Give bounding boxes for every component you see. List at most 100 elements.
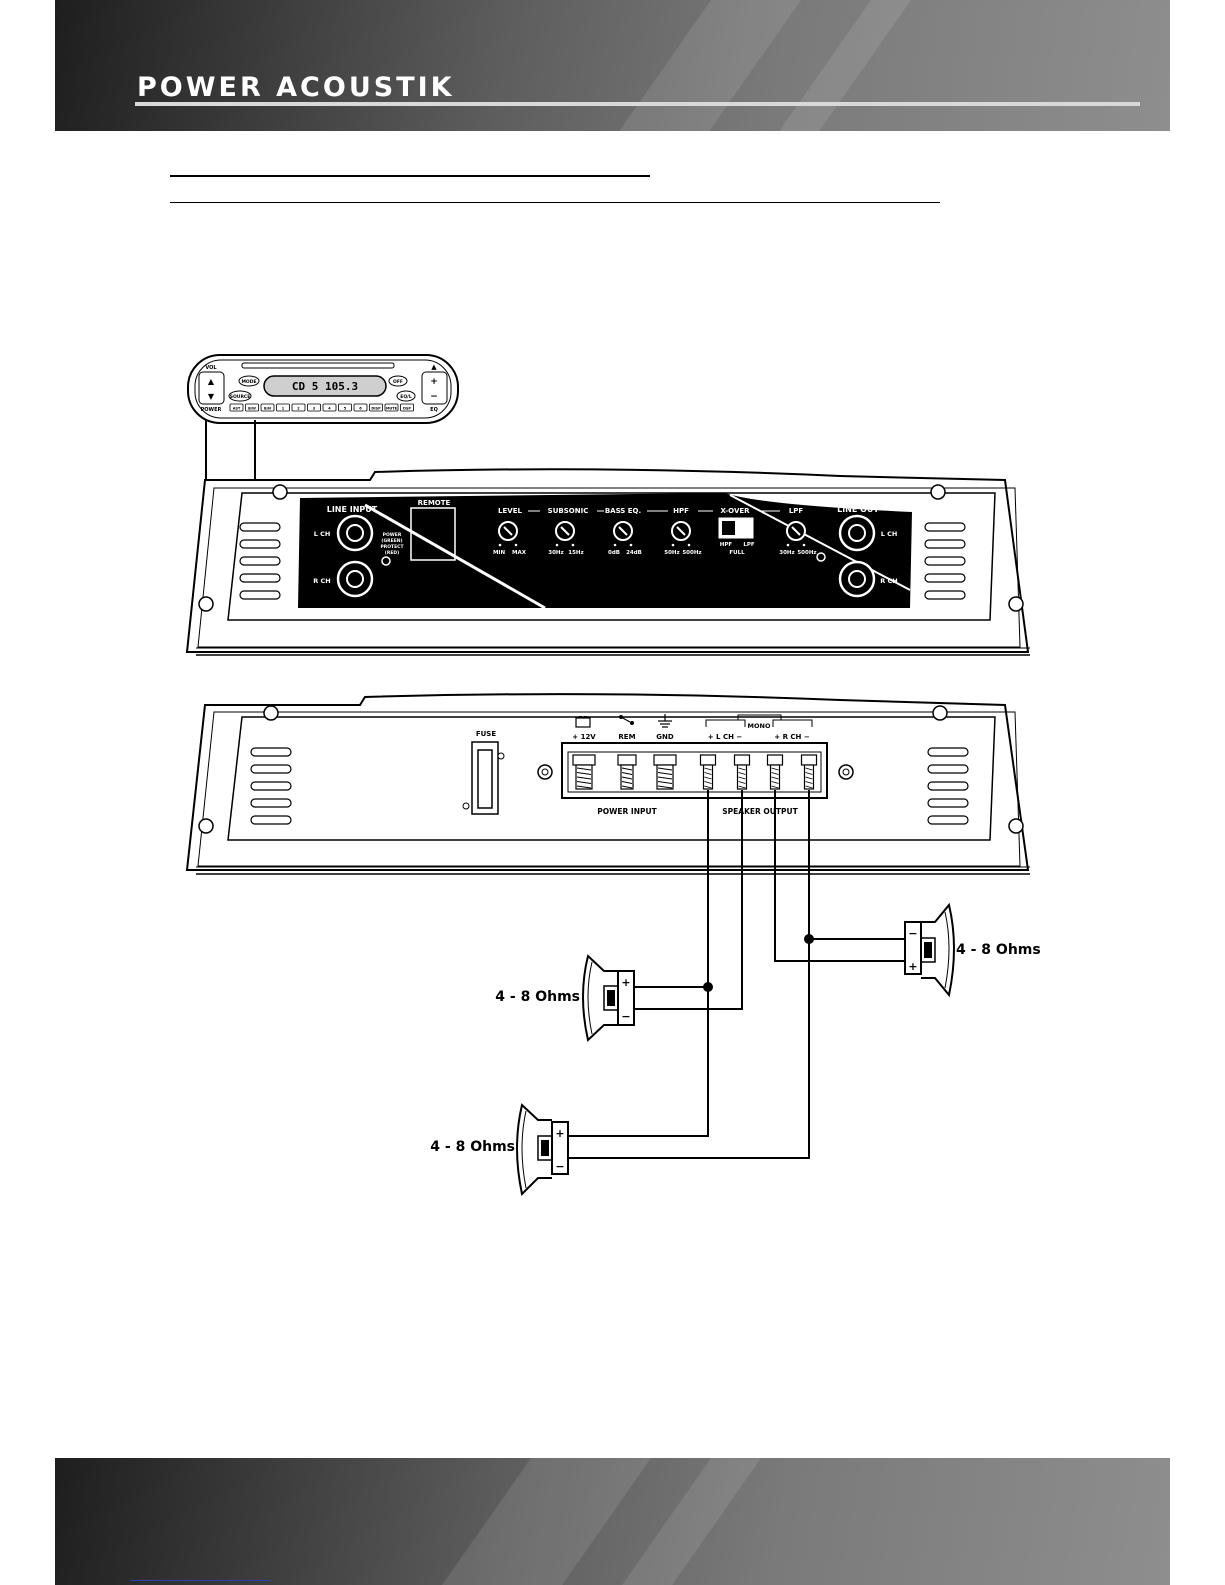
off-button[interactable] — [388, 375, 408, 387]
head-unit: CD 5 105.3 VOL ▲ ▼ POWER ▲ + − EQ MODE S… — [187, 354, 459, 424]
r-ch-terminal-label: + R CH − — [774, 733, 810, 741]
output-r-ch-label: R CH — [880, 577, 897, 585]
speaker-output-label: SPEAKER OUTPUT — [722, 807, 798, 816]
title-rule-2 — [170, 202, 940, 203]
knob-max-label: 24dB — [626, 550, 642, 556]
terminal-screw-head[interactable] — [572, 754, 596, 766]
preset-button-label: B/W — [248, 407, 256, 411]
fuse-screw — [497, 752, 505, 760]
terminal-screw-head[interactable] — [766, 754, 784, 766]
impedance-label-bottom: 4 - 8 Ohms — [430, 1139, 515, 1155]
mount-hole — [198, 596, 214, 612]
vol-label: VOL — [205, 365, 217, 371]
knob-max-label: 500Hz — [797, 550, 816, 556]
knob-max-dot — [802, 543, 806, 547]
preset-button[interactable] — [400, 403, 414, 412]
preset-button-label: 3 — [313, 407, 316, 411]
source-button-label: SOURCE — [230, 394, 251, 400]
preset-button-label: DISP — [371, 407, 381, 411]
off-button-label: OFF — [393, 379, 403, 385]
terminal-thread — [621, 767, 633, 771]
knob-min-label: 30Hz — [548, 550, 563, 556]
terminal-screw-head[interactable] — [617, 754, 637, 766]
terminal-thread — [621, 772, 633, 775]
power-input-label: POWER INPUT — [597, 807, 657, 816]
knob-min-dot — [613, 543, 617, 547]
power-label: POWER — [201, 407, 222, 413]
preset-button[interactable] — [338, 403, 352, 412]
terminal-thread — [576, 785, 592, 789]
preset-button[interactable] — [369, 403, 383, 412]
terminal-thread — [576, 781, 592, 784]
knob-max-dot — [687, 543, 691, 547]
wire-junction — [703, 982, 713, 992]
right-rocker[interactable] — [421, 371, 448, 405]
terminal-screw-head[interactable] — [699, 754, 717, 766]
terminal-thread — [576, 767, 592, 771]
eq-button[interactable] — [396, 390, 416, 402]
preset-button[interactable] — [307, 403, 321, 412]
gnd-label: GND — [656, 733, 674, 741]
mode-button-label: MODE — [241, 379, 256, 385]
speaker-plus-label: + — [908, 960, 917, 973]
speaker-terminal — [904, 921, 922, 975]
preset-button-label: 5 — [344, 407, 347, 411]
line-input-label: LINE INPUT — [327, 505, 378, 514]
terminal-thread — [805, 781, 813, 784]
speaker-terminal — [551, 1121, 569, 1175]
preset-button[interactable] — [229, 403, 244, 412]
mode-button[interactable] — [238, 375, 260, 387]
rca-input-l-jack[interactable] — [336, 514, 374, 552]
preset-button[interactable] — [276, 403, 290, 412]
terminal-thread — [704, 772, 712, 775]
battery-icon — [575, 717, 591, 728]
terminal-thread — [771, 776, 779, 780]
preset-button-label: B/N — [264, 407, 271, 411]
rca-output-r-jack[interactable] — [838, 560, 876, 598]
xover-hpf-label: HPF — [720, 542, 733, 548]
knob-min-label: MIN — [493, 550, 506, 556]
terminal-screw-head[interactable] — [800, 754, 818, 766]
speaker-minus-label: − — [555, 1160, 564, 1173]
terminal-thread — [805, 772, 813, 775]
knob-indicator — [503, 526, 513, 536]
preset-button[interactable] — [260, 403, 275, 412]
led-label-power: POWER — [383, 532, 402, 538]
terminal-post — [803, 764, 815, 790]
xover-lpf-label: LPF — [743, 542, 755, 548]
preset-button[interactable] — [322, 403, 337, 412]
mono-bracket — [737, 714, 782, 720]
speaker-wires — [568, 790, 905, 1159]
control-name-label: SUBSONIC — [548, 507, 589, 515]
footer-banner — [55, 1458, 1170, 1585]
cd-slot — [241, 362, 395, 369]
terminal-thread — [771, 785, 779, 789]
remote-port[interactable] — [410, 507, 456, 561]
mount-hole — [930, 484, 946, 500]
fuse-label: FUSE — [476, 730, 497, 738]
terminal-screw-head[interactable] — [653, 754, 677, 766]
terminal-thread — [738, 781, 746, 784]
preset-button-label: 1 — [282, 407, 285, 411]
preset-button-label: 4 — [328, 407, 331, 411]
volume-rocker[interactable] — [198, 371, 225, 405]
rca-output-l-jack[interactable] — [838, 514, 876, 552]
terminal-screw-head[interactable] — [733, 754, 751, 766]
terminal-thread — [704, 785, 712, 789]
preset-button[interactable] — [245, 403, 259, 412]
preset-button[interactable] — [353, 403, 368, 412]
knob-max-label: MAX — [512, 550, 527, 556]
plus-12v-label: + 12V — [572, 733, 596, 741]
input-l-ch-label: L CH — [314, 530, 331, 538]
input-r-ch-label: R CH — [313, 577, 330, 585]
terminal-thread — [771, 767, 779, 771]
knob-min-label: 50Hz — [664, 550, 679, 556]
source-button[interactable] — [228, 390, 252, 402]
terminal-thread — [621, 785, 633, 789]
preset-button[interactable] — [291, 403, 306, 412]
preset-button[interactable] — [384, 403, 399, 412]
rca-input-r-jack[interactable] — [336, 560, 374, 598]
